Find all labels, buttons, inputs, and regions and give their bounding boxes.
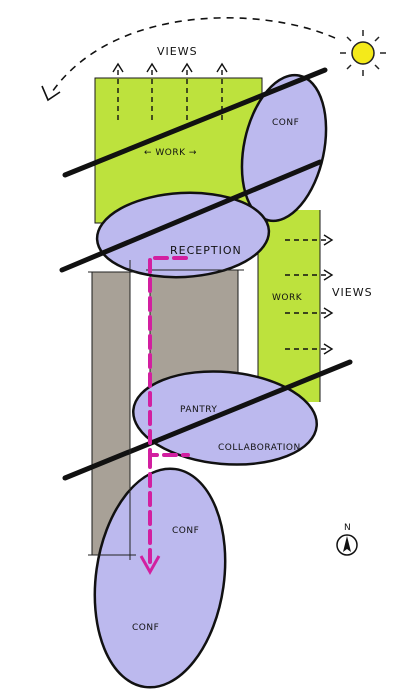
views-arc-arrowhead-icon <box>41 85 61 102</box>
label-pantry: PANTRY <box>180 405 217 415</box>
label-views-right: VIEWS <box>332 286 373 299</box>
diagonal-bar-3 <box>62 359 353 481</box>
label-conf-top: CONF <box>272 118 299 128</box>
label-work-right: WORK <box>272 293 303 303</box>
label-conf-mid: CONF <box>172 526 199 536</box>
top-view-arrows <box>117 66 223 120</box>
label-north: N <box>344 523 351 533</box>
label-collaboration: COLLABORATION <box>218 443 301 453</box>
right-view-arrowheads <box>323 234 334 355</box>
label-conf-bottom: CONF <box>132 623 159 633</box>
label-work-top: ← WORK → <box>144 148 197 158</box>
diagonal-bars <box>59 67 353 481</box>
label-views-top: VIEWS <box>157 45 198 58</box>
bubble-conf-bottom <box>93 467 227 689</box>
bubble-reception <box>95 191 271 279</box>
right-view-arrows <box>285 239 330 350</box>
label-reception: RECEPTION <box>170 244 242 257</box>
sun-icon <box>340 30 386 76</box>
diagonal-bar-2 <box>59 159 323 273</box>
sketch-outline-lines <box>88 260 244 560</box>
diagonal-bar-1 <box>62 67 328 178</box>
green-work-zone-right <box>257 210 321 402</box>
top-view-arrowheads <box>112 62 228 73</box>
north-arrow-icon <box>336 534 358 556</box>
circulation-path <box>148 256 190 567</box>
circulation-arrowhead-icon <box>139 555 161 576</box>
